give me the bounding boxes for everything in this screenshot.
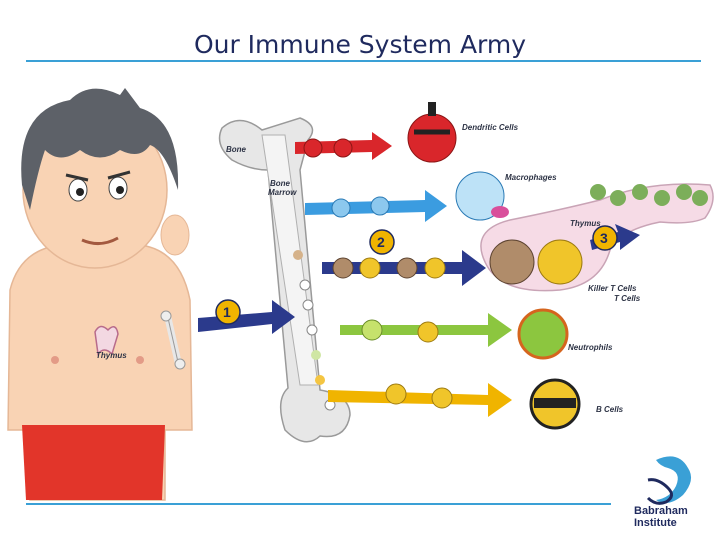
boy-mouth bbox=[81, 236, 119, 245]
step-1-number: 1 bbox=[223, 304, 231, 320]
page-title: Our Immune System Army bbox=[193, 30, 527, 59]
macrophage-arrow bbox=[305, 171, 509, 222]
boy-shorts bbox=[22, 425, 165, 500]
bone-marrow-label-line2: Marrow bbox=[268, 188, 297, 197]
dendritic-cells-label: Dendritic Cells bbox=[462, 123, 519, 132]
neutrophils-label: Neutrophils bbox=[568, 343, 613, 352]
logo-text: Babraham Institute bbox=[634, 505, 714, 529]
boy-brow-right bbox=[107, 170, 131, 180]
bone-marrow-channel bbox=[261, 134, 319, 386]
boy-ear bbox=[160, 214, 190, 256]
babraham-logo-icon bbox=[646, 456, 692, 505]
neutrophil-icon bbox=[517, 308, 569, 360]
killer-t-cell-icon bbox=[537, 239, 583, 285]
boy-illustration bbox=[7, 88, 193, 501]
arrow-step-1 bbox=[198, 299, 295, 334]
macrophage-icon bbox=[455, 171, 505, 221]
bone-marrow-label-line1: Bone bbox=[270, 179, 291, 188]
step-3-number: 3 bbox=[600, 230, 608, 246]
thymus-organ-label: Thymus bbox=[570, 219, 601, 228]
footer-rule bbox=[26, 503, 611, 505]
b-cells-label: B Cells bbox=[596, 405, 624, 414]
boy-brow-left bbox=[65, 173, 89, 182]
b-cell-arrow bbox=[328, 378, 581, 430]
arm-bone-icon bbox=[160, 310, 186, 370]
neutrophil-arrow bbox=[340, 308, 569, 360]
step-2-number: 2 bbox=[377, 234, 385, 250]
bone-label: Bone bbox=[226, 145, 247, 154]
killer-t-cells-label-line1: Killer T Cells bbox=[588, 284, 637, 293]
thymus-body-label: Thymus bbox=[96, 351, 127, 360]
killer-t-cells-label-line2: T Cells bbox=[614, 294, 641, 303]
logo-line-2: Institute bbox=[634, 517, 677, 529]
bone-illustration bbox=[218, 117, 351, 443]
logo-line-1: Babraham bbox=[634, 505, 688, 517]
title-underline bbox=[26, 60, 701, 62]
helper-t-cell-icon bbox=[489, 239, 535, 285]
thymus-organ-icon bbox=[94, 325, 119, 356]
dendritic-arrow bbox=[295, 102, 457, 163]
macrophages-label: Macrophages bbox=[505, 173, 557, 182]
boy-hair bbox=[21, 88, 179, 210]
killer-t-arrow bbox=[322, 184, 708, 286]
dendritic-cell-icon bbox=[407, 113, 457, 163]
